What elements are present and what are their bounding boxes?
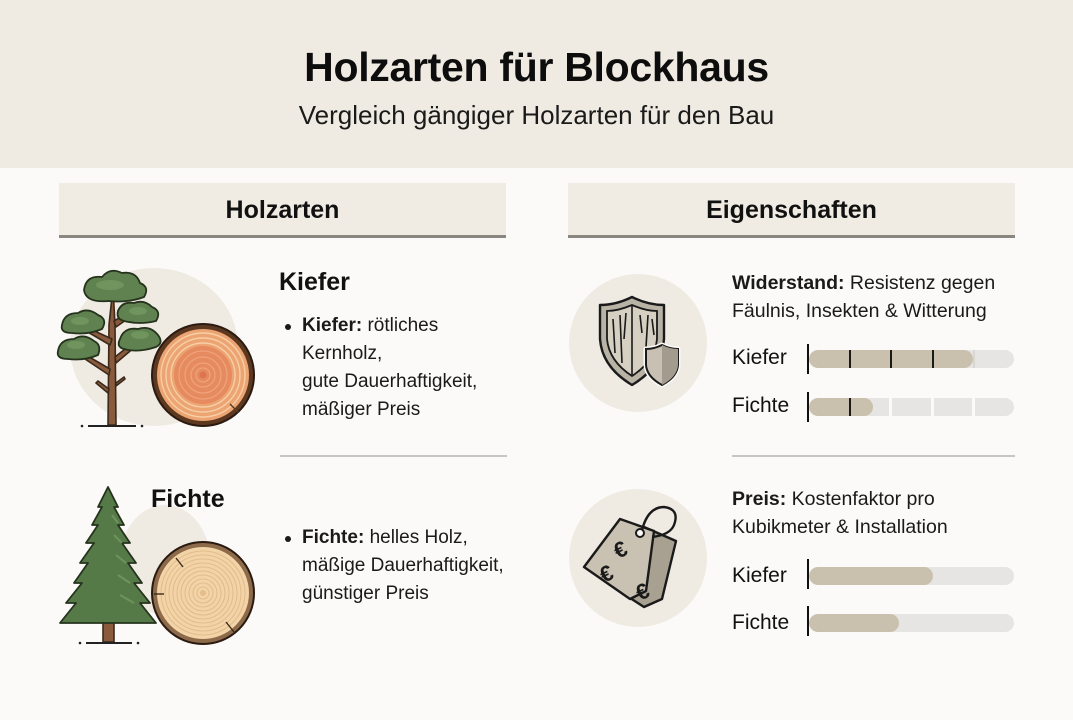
row-divider-left [280, 455, 507, 457]
bullet-label: Fichte: [302, 527, 370, 548]
bar-label-kiefer: Kiefer [732, 564, 787, 587]
bar-track-widerstand-kiefer [809, 350, 1014, 368]
property-text: Resistenz gegen [844, 272, 996, 294]
bullet-line: mäßiger Preis [302, 399, 421, 420]
bar-fill-preis-kiefer [809, 567, 933, 585]
bar-tick [849, 350, 851, 368]
bar-track-preis-kiefer [809, 567, 1014, 585]
bar-axis [807, 606, 809, 636]
header-banner: Holzarten für Blockhaus Vergleich gängig… [0, 0, 1073, 168]
bar-segment-gap [889, 398, 892, 416]
bar-axis [807, 559, 809, 589]
bar-segment-gap [931, 398, 934, 416]
row-divider-right [732, 455, 1015, 457]
spruce-tree-icon [59, 486, 157, 645]
bar-tick [932, 350, 934, 368]
bar-segment-gap [973, 350, 975, 368]
bar-fill-preis-fichte [809, 614, 899, 632]
property-text-line2: Fäulnis, Insekten & Witterung [732, 300, 987, 322]
wood-name-fichte: Fichte [151, 485, 225, 513]
bullet-line: mäßige Dauerhaftigkeit, [302, 555, 504, 576]
bullet-line: rötliches Kernholz, [302, 315, 439, 364]
property-text-line2: Kubikmeter & Installation [732, 516, 948, 538]
column-header-eigenschaften: Eigenschaften [568, 183, 1015, 238]
bar-label-kiefer: Kiefer [732, 346, 787, 369]
property-description-widerstand: Widerstand: Resistenz gegen Fäulnis, Ins… [732, 269, 1022, 325]
bar-track-preis-fichte [809, 614, 1014, 632]
bar-tick [890, 350, 892, 368]
wood-name-kiefer: Kiefer [279, 268, 350, 296]
bullet-line: helles Holz, [369, 527, 468, 548]
bar-tick [849, 398, 851, 416]
wood-description-fichte: Fichte: helles Holz, mäßige Dauerhaftigk… [282, 524, 532, 608]
bar-label-fichte: Fichte [732, 394, 790, 417]
wood-description-kiefer: Kiefer: rötliches Kernholz, gute Dauerha… [282, 312, 522, 424]
light-log-slice-icon [151, 541, 255, 645]
property-text: Kostenfaktor pro [786, 488, 935, 510]
bar-track-widerstand-fichte [809, 398, 1014, 416]
property-title: Preis: [732, 488, 787, 510]
property-title: Widerstand: [732, 272, 845, 294]
bullet-label: Kiefer: [302, 315, 368, 336]
property-description-preis: Preis: Kostenfaktor pro Kubikmeter & Ins… [732, 485, 1022, 541]
bullet-line: günstiger Preis [302, 583, 429, 604]
page-title: Holzarten für Blockhaus [304, 44, 769, 90]
bar-fill-widerstand-fichte [809, 398, 873, 416]
euro-price-tag-icon: € € € [582, 505, 678, 609]
page-subtitle: Vergleich gängiger Holzarten für den Bau [298, 100, 775, 130]
wood-shield-icon [598, 295, 681, 388]
bar-axis [807, 392, 809, 422]
reddish-log-slice-icon [151, 323, 255, 427]
bar-segment-gap [972, 398, 975, 416]
pine-tree-icon [56, 269, 162, 428]
bar-axis [807, 344, 809, 374]
bar-label-fichte: Fichte [732, 611, 790, 634]
column-header-holzarten: Holzarten [59, 183, 506, 238]
bullet-line: gute Dauerhaftigkeit, [302, 371, 478, 392]
